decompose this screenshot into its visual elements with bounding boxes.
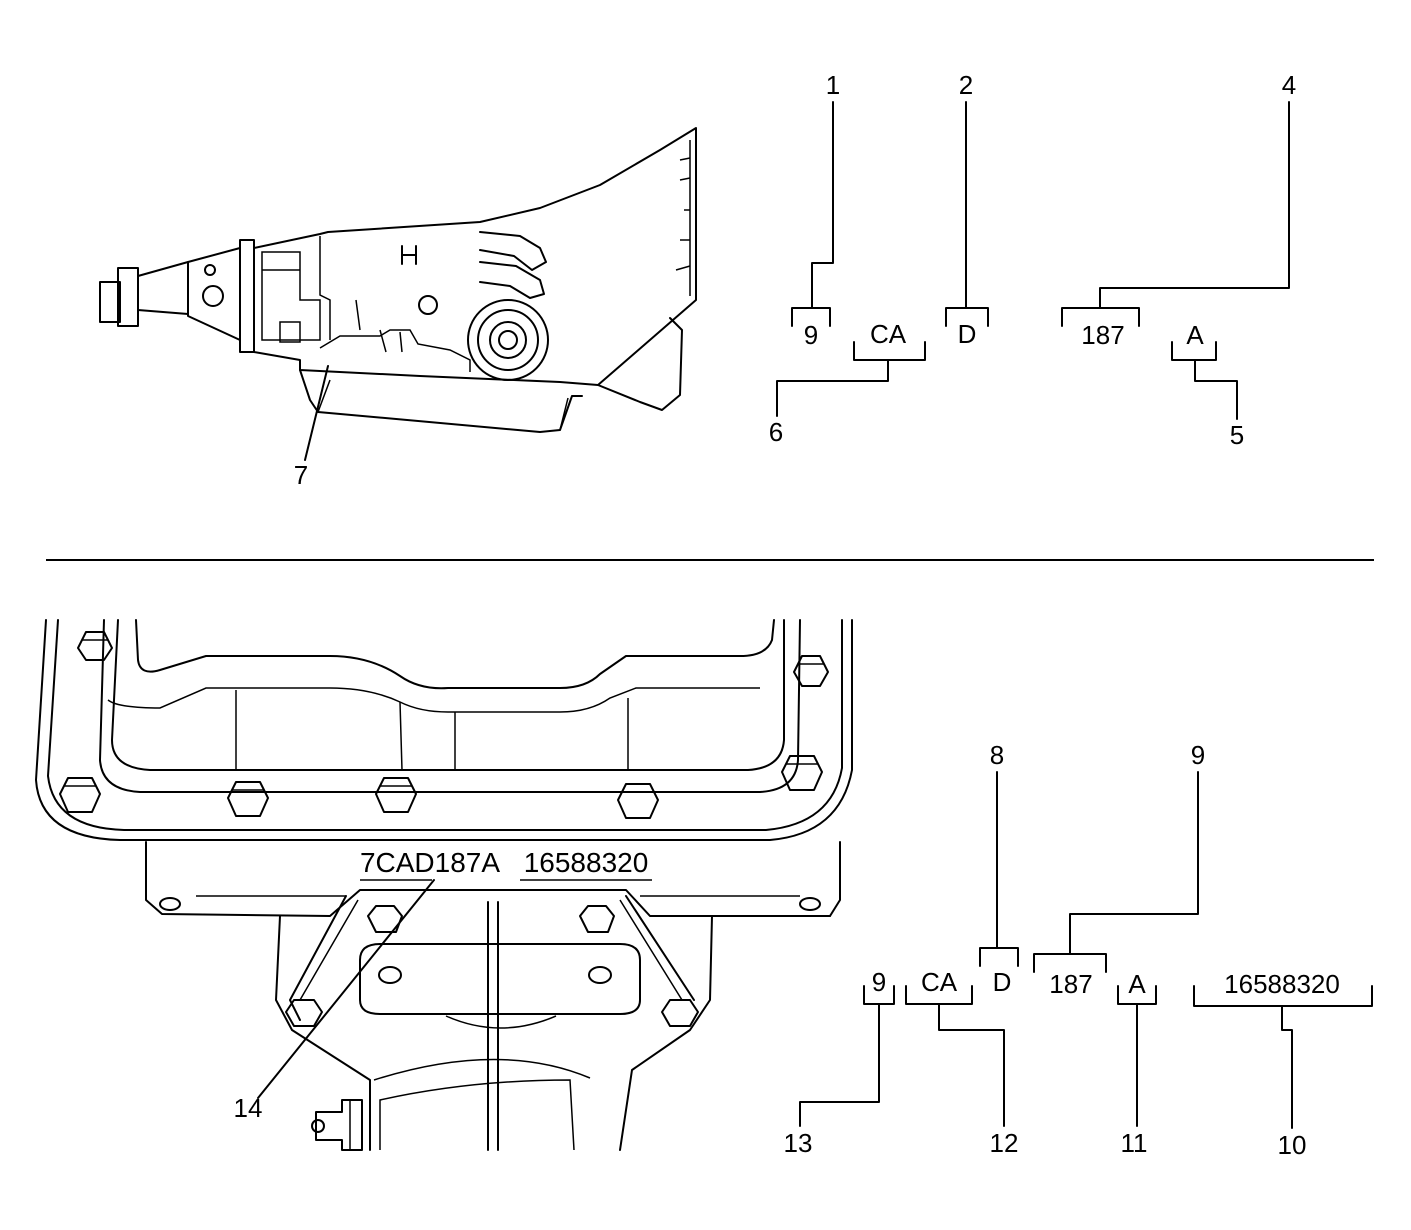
callout-5: 5: [1230, 420, 1244, 450]
code-plant: D: [958, 319, 977, 349]
callout-14: 14: [234, 1093, 263, 1123]
case-stamp-code: 7CAD187A: [360, 847, 500, 878]
callout-6: 6: [769, 417, 783, 447]
lower-code-shift: A: [1128, 969, 1146, 999]
callout-8: 8: [990, 740, 1004, 770]
lower-code-model-year: 9: [872, 967, 886, 997]
lower-leaders: [799, 771, 1373, 1129]
callout-11: 11: [1121, 1128, 1148, 1158]
code-model-year: 9: [804, 320, 818, 350]
callout-4: 4: [1282, 70, 1296, 100]
callout-10: 10: [1278, 1130, 1307, 1160]
callout-12: 12: [990, 1128, 1019, 1158]
callout-2: 2: [959, 70, 973, 100]
lower-code-plant: D: [993, 967, 1012, 997]
callout-1: 1: [826, 70, 840, 100]
transmission-pan-view: [35, 619, 853, 1151]
case-stamp-part-number: 16588320: [524, 847, 649, 878]
callout-13: 13: [784, 1128, 813, 1158]
transmission-side-view: [99, 127, 697, 461]
callout-7: 7: [294, 460, 308, 490]
code-model: CA: [870, 319, 907, 349]
upper-leaders: [776, 101, 1290, 420]
pan-bolts: [59, 631, 829, 819]
lower-code-part-number: 16588320: [1224, 969, 1340, 999]
code-julian-date: 187: [1081, 320, 1124, 350]
lower-code-julian-date: 187: [1049, 969, 1092, 999]
code-shift: A: [1186, 320, 1204, 350]
callout-9: 9: [1191, 740, 1205, 770]
lower-code-model: CA: [921, 967, 958, 997]
